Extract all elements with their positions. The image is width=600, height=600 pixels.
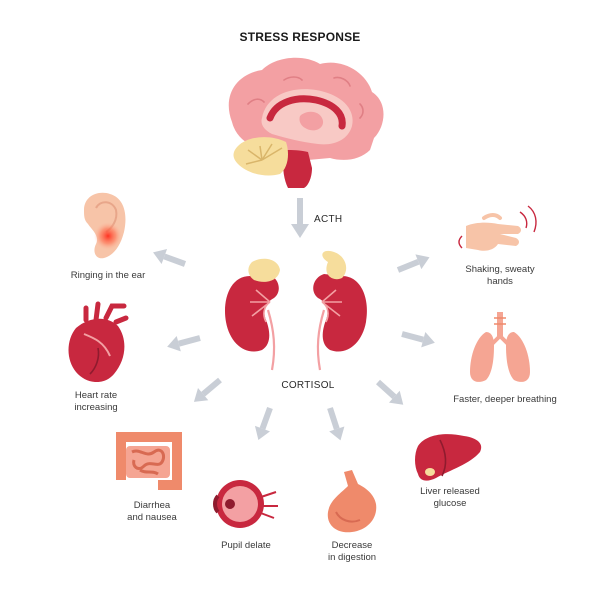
kidneys-icon	[225, 250, 367, 371]
arrow-acth	[291, 198, 309, 238]
arrow-liver	[375, 379, 404, 405]
intestine-label-line-2: and nausea	[127, 512, 177, 523]
diagram-title: STRESS RESPONSE	[239, 30, 361, 44]
hand-label-line-2: hands	[487, 276, 513, 287]
arrow-heart	[167, 335, 201, 352]
cortisol-label: CORTISOL	[281, 380, 335, 391]
heart-icon	[68, 301, 129, 383]
liver-label-line-2: glucose	[433, 498, 467, 509]
hand-label-line-1: Shaking, sweaty	[465, 264, 535, 275]
arrow-intestine	[193, 377, 222, 402]
intestine-label-line-1: Diarrhea	[133, 500, 171, 511]
intestine-label: Diarrhea and nausea	[112, 500, 192, 524]
liver-icon	[415, 434, 482, 481]
stomach-label-line-1: Decrease	[331, 540, 373, 551]
stomach-label: Decrease in digestion	[312, 540, 392, 564]
acth-label: ACTH	[314, 214, 343, 225]
liver-label: Liver released glucose	[408, 486, 492, 510]
arrows	[153, 198, 435, 441]
hand-icon	[458, 205, 537, 251]
liver-label-line-1: Liver released	[420, 486, 480, 497]
ear-label: Ringing in the ear	[70, 270, 146, 281]
eye-label: Pupil delate	[221, 540, 271, 551]
lungs-icon	[470, 312, 530, 382]
arrow-hand	[396, 254, 430, 273]
eye-icon	[213, 480, 278, 528]
intestine-icon	[116, 432, 182, 490]
hand-label: Shaking, sweaty hands	[450, 264, 550, 288]
brain-icon	[228, 57, 384, 188]
arrow-stomach	[327, 407, 345, 441]
arrow-ear	[153, 248, 187, 267]
heart-label-line-2: increasing	[74, 402, 118, 413]
stomach-label-line-2: in digestion	[327, 552, 377, 563]
ear-icon	[84, 192, 126, 259]
arrow-lungs	[401, 331, 435, 348]
heart-label-line-1: Heart rate	[74, 390, 118, 401]
heart-label: Heart rate increasing	[56, 390, 136, 414]
arrow-eye	[254, 406, 273, 440]
lungs-label: Faster, deeper breathing	[453, 394, 557, 405]
stomach-icon	[327, 470, 377, 533]
